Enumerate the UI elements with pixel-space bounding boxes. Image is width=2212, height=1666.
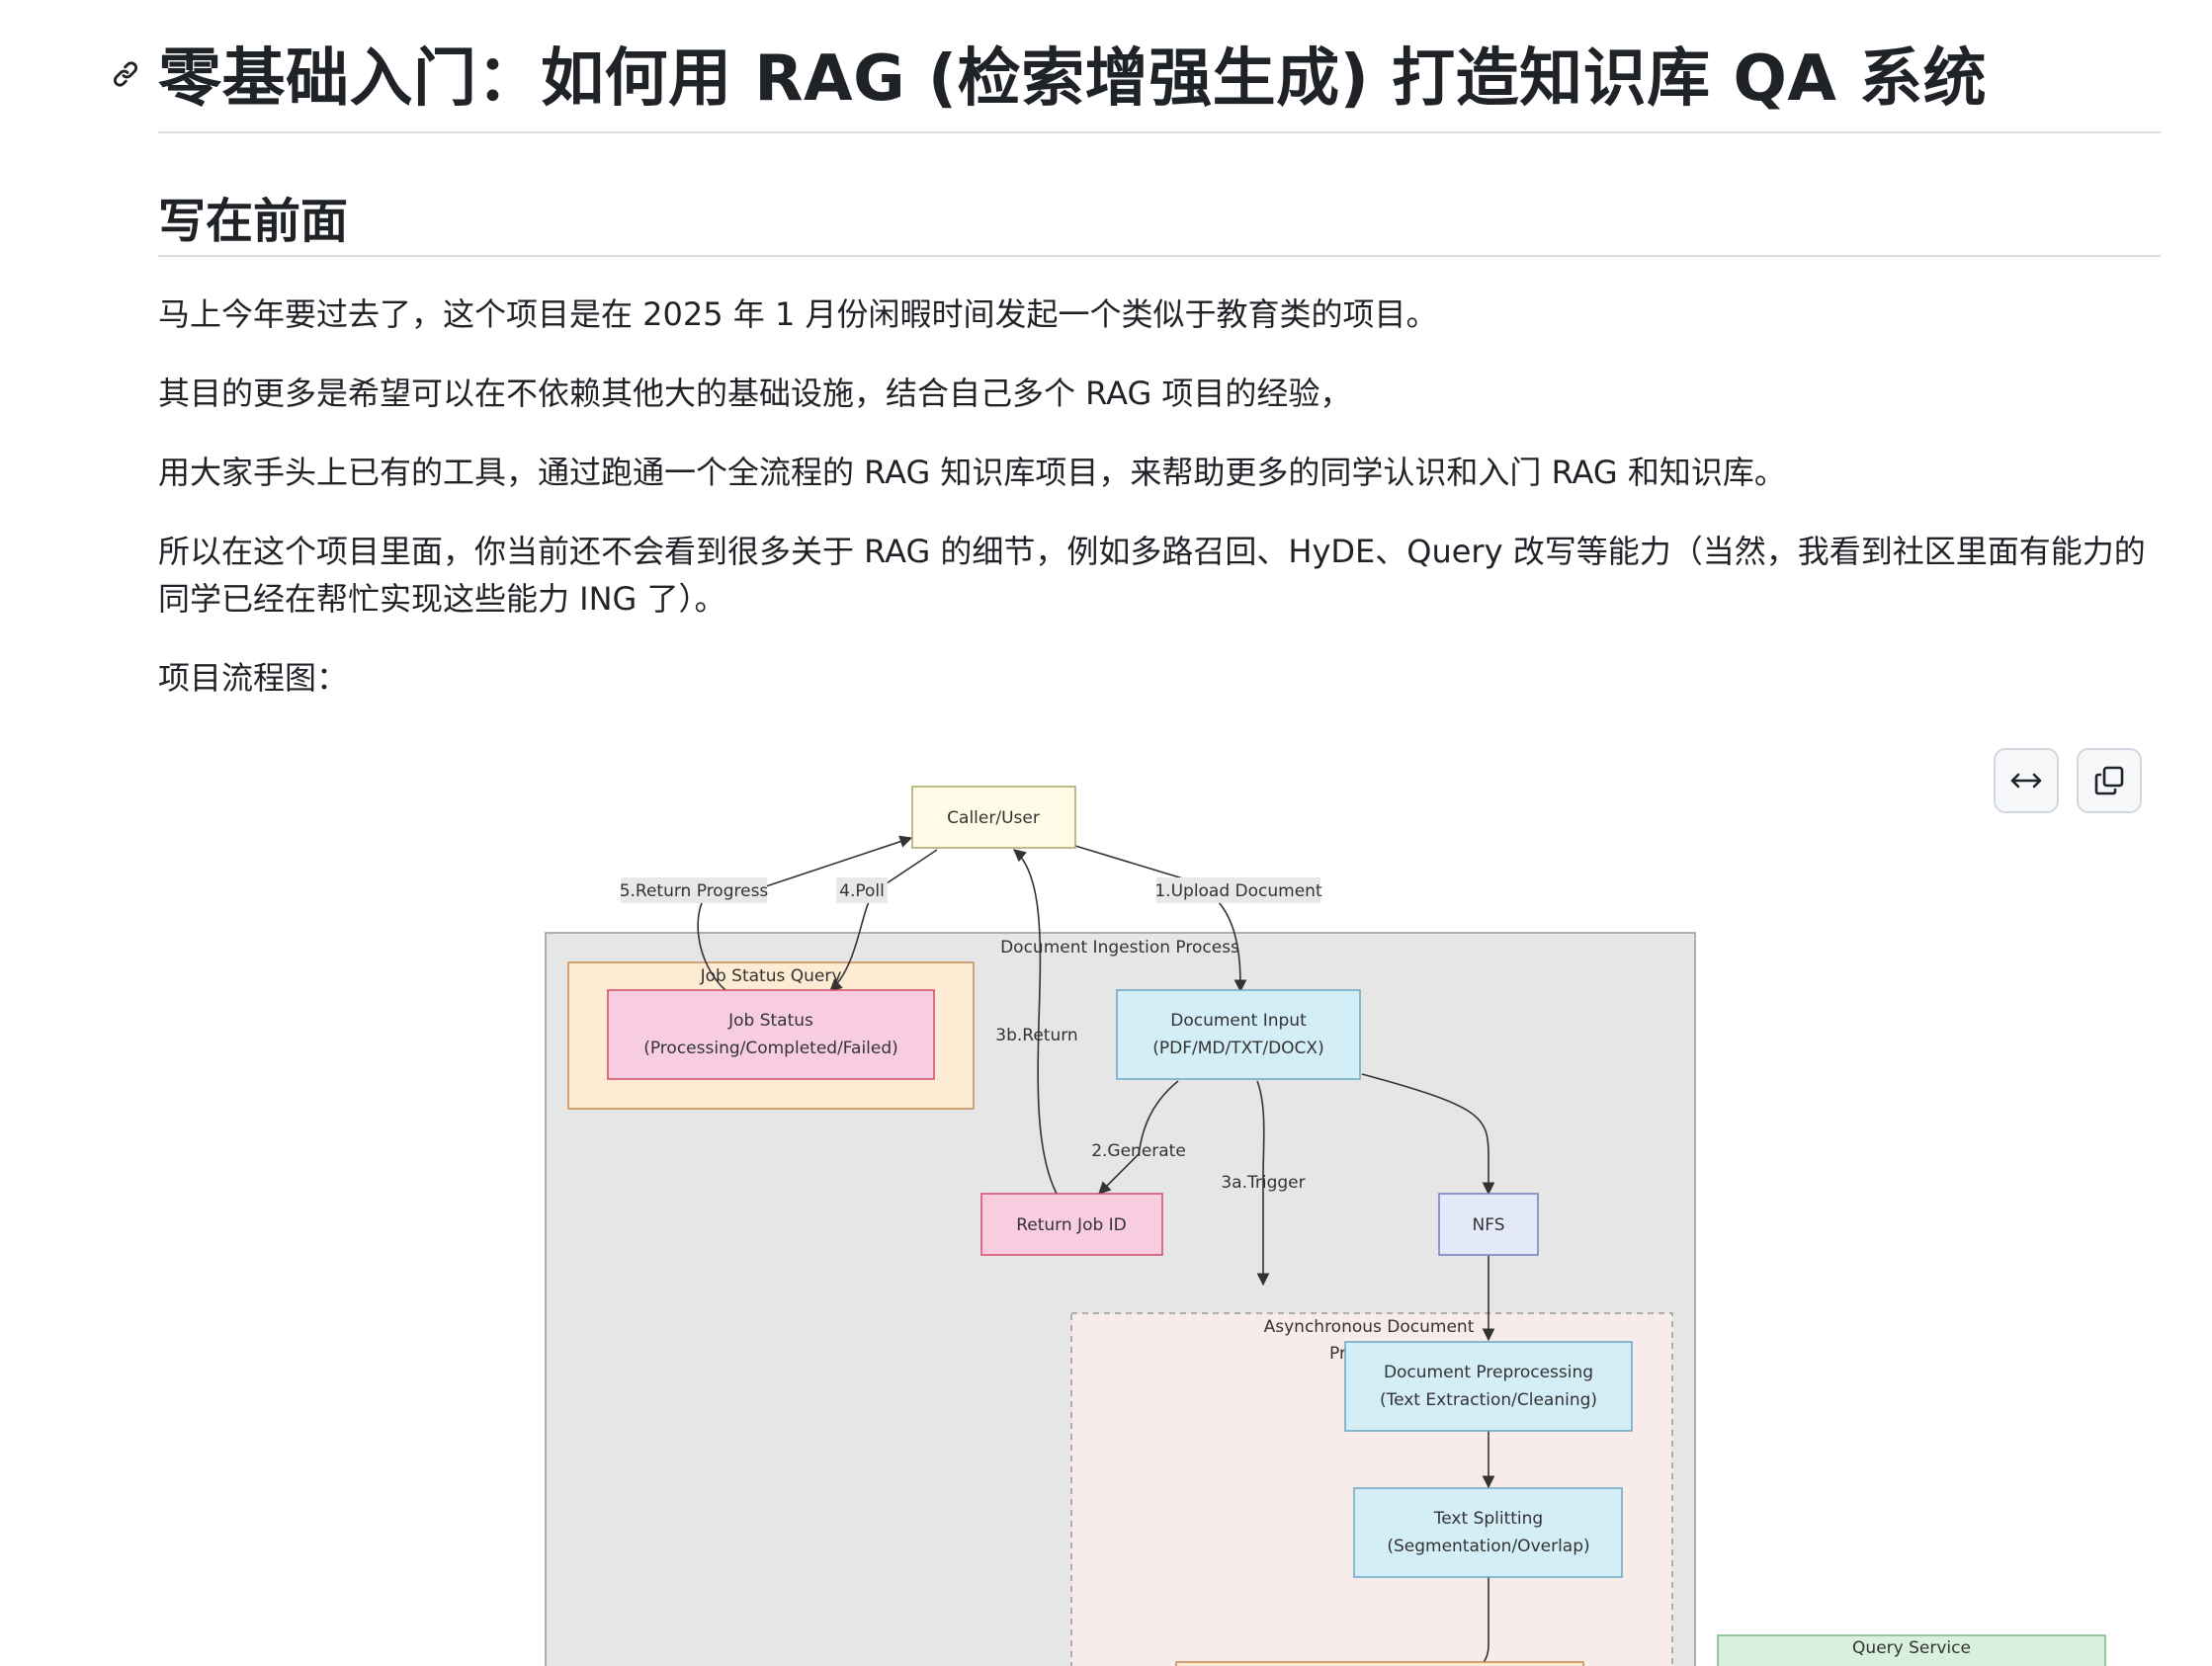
edge-label-bg [1156, 877, 1320, 903]
node-document-input-label-2: (PDF/MD/TXT/DOCX) [1152, 1039, 1323, 1058]
edge-to-nfs [1361, 1073, 1495, 1196]
node-caller [911, 786, 1076, 849]
node-text-splitting [1353, 1487, 1623, 1578]
paragraph-1: 马上今年要过去了，这个项目是在 2025 年 1 月份闲暇时间发起一个类似于教育… [158, 295, 1438, 333]
edge-trigger [1256, 1080, 1270, 1287]
node-split-label-2: (Segmentation/Overlap) [1387, 1537, 1589, 1556]
edge-label-upload: 1.Upload Document [1154, 881, 1322, 901]
edge-generate [1098, 1080, 1179, 1195]
node-document-input [1116, 989, 1361, 1080]
edge-label-bg [836, 877, 888, 903]
expand-button[interactable] [1994, 748, 2059, 813]
node-nfs-label: NFS [1473, 1215, 1505, 1235]
edge-label-trigger: 3a.Trigger [1221, 1173, 1305, 1193]
paragraph-3: 用大家手头上已有的工具，通过跑通一个全流程的 RAG 知识库项目，来帮助更多的同… [158, 454, 1786, 491]
paragraph-5: 项目流程图： [158, 659, 349, 697]
page-title: 零基础入门：如何用 RAG (检索增强生成) 打造知识库 QA 系统 [158, 42, 1988, 116]
edge-label-bg [621, 877, 767, 903]
title-divider [158, 131, 2161, 133]
node-nfs [1438, 1193, 1539, 1256]
edge-return-progress [750, 835, 913, 892]
node-document-input-label-1: Document Input [1170, 1011, 1307, 1031]
edge-label-generate: 2.Generate [1091, 1141, 1186, 1161]
group-label-async-1: Asynchronous Document [1264, 1317, 1475, 1337]
node-document-preprocessing [1344, 1341, 1633, 1432]
node-job-status-label-2: (Processing/Completed/Failed) [643, 1039, 898, 1058]
node-next-step [1175, 1661, 1584, 1666]
section-heading: 写在前面 [158, 194, 349, 249]
node-return-job-id-label: Return Job ID [1016, 1215, 1127, 1235]
node-job-status [607, 989, 935, 1080]
copy-icon [2094, 766, 2124, 795]
edge-3b-return [1013, 849, 1058, 1195]
node-preproc-label-1: Document Preprocessing [1384, 1363, 1593, 1382]
group-label-async-2: Pr [1329, 1344, 1346, 1364]
node-return-job-id [980, 1193, 1163, 1256]
section-divider [158, 255, 2161, 257]
link-icon[interactable] [109, 57, 142, 91]
group-label-query-service: Query Service [1852, 1638, 1971, 1658]
edge-label-poll: 4.Poll [839, 881, 885, 901]
node-split-label-1: Text Splitting [1433, 1509, 1543, 1529]
group-label-job-query: Job Status Query [700, 966, 842, 986]
edge-label-return-progress: 5.Return Progress [620, 881, 769, 901]
copy-button[interactable] [2077, 748, 2142, 813]
arrows-horizontal-icon [2010, 773, 2042, 789]
node-job-status-label-1: Job Status [727, 1011, 813, 1031]
node-caller-label: Caller/User [947, 808, 1040, 828]
paragraph-4: 所以在这个项目里面，你当前还不会看到很多关于 RAG 的细节，例如多路召回、Hy… [158, 533, 2146, 618]
group-query-service [1717, 1634, 2106, 1666]
edge-label-3b-return: 3b.Return [995, 1026, 1077, 1045]
edge-split-down [1479, 1577, 1489, 1666]
group-label-ingestion: Document Ingestion Process [1000, 938, 1239, 958]
node-preproc-label-2: (Text Extraction/Cleaning) [1380, 1390, 1597, 1410]
paragraph-2: 其目的更多是希望可以在不依赖其他大的基础设施，结合自己多个 RAG 项目的经验， [158, 375, 1352, 412]
